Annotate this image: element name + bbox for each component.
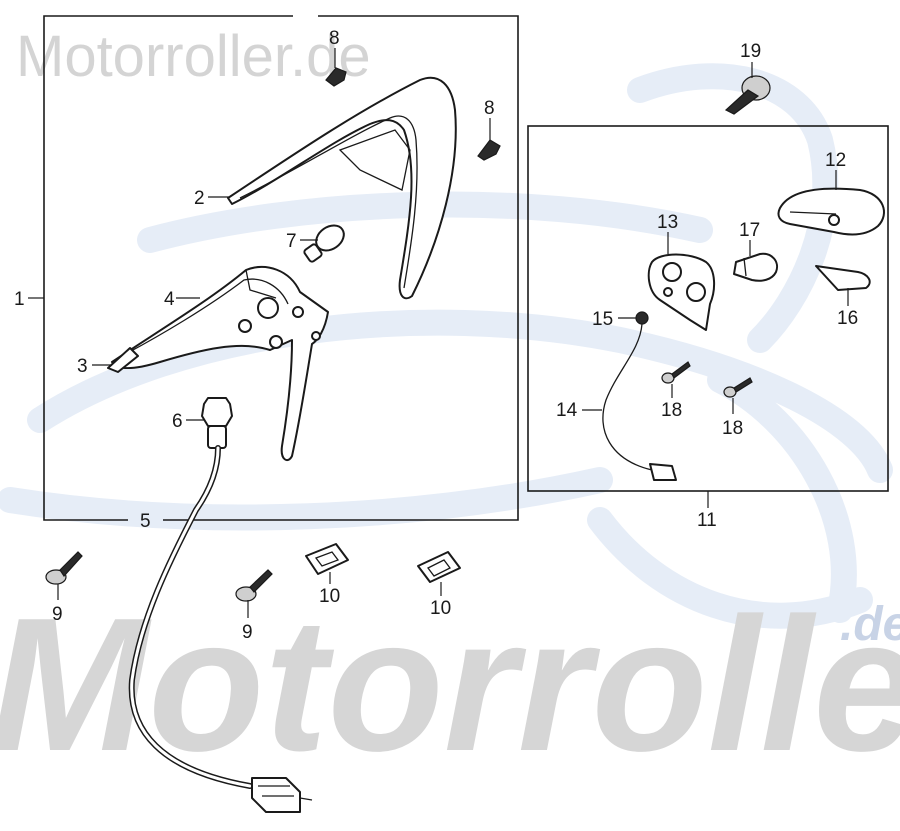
part-4-lens-reflector	[111, 266, 329, 462]
part-8-screw-b	[477, 139, 501, 161]
part-7-bulb	[303, 224, 345, 263]
part-18-screw-a	[661, 361, 691, 384]
part-6-bulb-socket	[201, 397, 233, 449]
callout-14: 14	[556, 400, 578, 421]
callout-15: 15	[592, 309, 613, 330]
part-15-grommet	[635, 311, 649, 325]
watermark-swoosh-graphic	[0, 63, 893, 629]
callout-9-b: 9	[242, 622, 253, 643]
callout-18-b: 18	[722, 418, 743, 439]
part-17-indicator-bulb	[733, 252, 778, 282]
part-10-clip-nut-b	[417, 551, 461, 583]
callout-8-b: 8	[484, 98, 495, 119]
callout-8-a: 8	[329, 28, 340, 49]
callout-1: 1	[14, 289, 25, 310]
callout-9-a: 9	[52, 604, 63, 625]
part-18-screw-b	[723, 377, 753, 398]
callout-6: 6	[172, 411, 183, 432]
callout-18-a: 18	[661, 400, 682, 421]
callout-2: 2	[194, 188, 205, 209]
callout-19: 19	[740, 41, 761, 62]
part-2-housing-cover	[227, 76, 457, 300]
leader-lines	[28, 48, 849, 618]
callout-10-b: 10	[430, 598, 451, 619]
part-12-indicator-lens	[777, 187, 885, 236]
callout-4: 4	[164, 289, 175, 310]
assembly-frame-1	[43, 15, 519, 521]
callout-10-a: 10	[319, 586, 340, 607]
callout-11: 11	[697, 510, 717, 531]
watermark-de-text: .de	[840, 598, 900, 651]
callout-3: 3	[77, 356, 88, 377]
part-13-lamp-holder	[647, 253, 716, 331]
part-8-screw-a	[325, 67, 347, 87]
part-14-indicator-wire	[602, 323, 677, 481]
part-5-wiring-harness	[128, 445, 313, 813]
part-9-screw-b	[235, 569, 273, 602]
part-3-lens-tip	[107, 347, 139, 373]
callout-17: 17	[739, 220, 760, 241]
part-10-clip-nut-a	[305, 543, 349, 575]
callout-7: 7	[286, 231, 297, 252]
part-19-screw	[724, 75, 771, 115]
part-16-reflector-insert	[815, 265, 871, 291]
callout-12: 12	[825, 150, 846, 171]
callout-5: 5	[140, 511, 151, 532]
callout-13: 13	[657, 212, 678, 233]
part-9-screw-a	[45, 551, 83, 585]
callout-16: 16	[837, 308, 858, 329]
watermark-top-text: Motorroller.de	[16, 24, 371, 89]
